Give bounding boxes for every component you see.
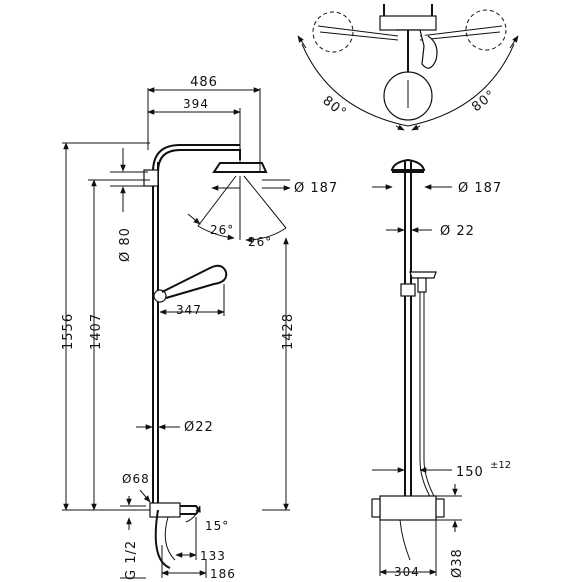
dim-thermostat-width: 304 — [394, 565, 420, 579]
shower-head-front — [390, 158, 426, 171]
top-view — [301, 4, 515, 127]
hand-shower — [153, 264, 228, 303]
dim-pipe-side: Ø22 — [184, 420, 214, 435]
rotation-position-right — [465, 9, 507, 51]
rotation-position-left — [312, 11, 354, 53]
dim-133: 133 — [200, 549, 226, 563]
angle-15: 15° — [205, 519, 229, 533]
angle-rotation-right: 80° — [469, 87, 499, 115]
dim-head-diameter-front: Ø 187 — [458, 181, 502, 196]
dim-height-1428: 1428 — [281, 313, 296, 350]
angle-tilt-right: 26° — [248, 235, 272, 249]
shower-head-side — [212, 155, 268, 173]
angle-tilt-left: 26° — [210, 223, 234, 237]
angle-rotation-left: 80° — [320, 93, 350, 121]
thermostat — [379, 495, 437, 521]
dim-wall-bracket: Ø 80 — [118, 227, 133, 262]
dim-thread: G 1/2 — [124, 540, 139, 580]
dim-arm-length: 394 — [183, 97, 209, 111]
wall-bracket — [143, 169, 159, 187]
dim-total-width: 486 — [190, 75, 218, 90]
dim-overall-height: 1556 — [61, 313, 76, 350]
dim-tolerance: ±12 — [490, 460, 511, 471]
dim-hand-reach: 347 — [176, 303, 202, 317]
side-view — [143, 144, 287, 569]
dim-spacing-150: 150 — [456, 465, 484, 480]
dim-body-diameter: Ø38 — [450, 548, 465, 578]
dim-height-1407: 1407 — [89, 313, 104, 350]
dim-186: 186 — [210, 567, 236, 581]
front-view — [371, 158, 445, 561]
dim-head-diameter-side: Ø 187 — [294, 181, 338, 196]
dim-pipe-front: Ø 22 — [440, 224, 475, 239]
dim-connection-68: Ø68 — [122, 472, 150, 486]
